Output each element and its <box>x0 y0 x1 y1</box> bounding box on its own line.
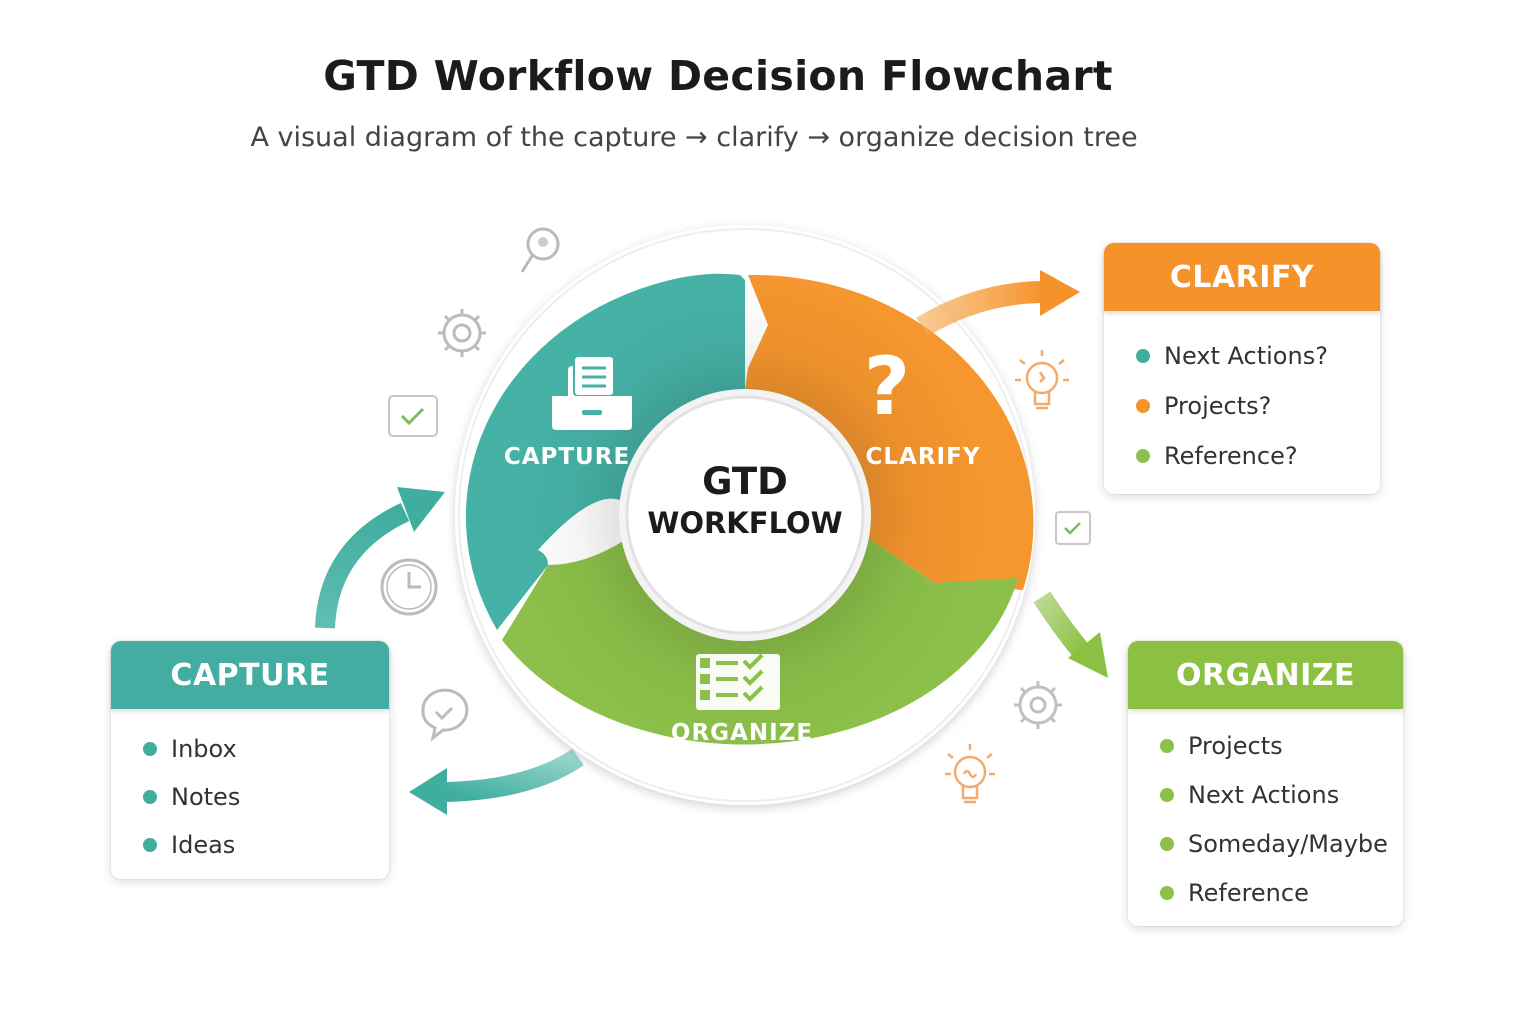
list-item-label: Ideas <box>171 831 236 859</box>
list-item-label: Reference <box>1188 878 1309 907</box>
checkbox-icon <box>1055 511 1091 545</box>
list-item-label: Someday/Maybe <box>1188 829 1388 858</box>
list-item-label: Projects <box>1188 731 1283 760</box>
arrow-to-organize-icon <box>1033 591 1108 678</box>
checklist-icon <box>696 653 780 710</box>
clarify-card: CLARIFY Next Actions? Projects? Referenc… <box>1104 243 1380 494</box>
list-bullet <box>143 838 157 852</box>
list-item: Inbox <box>143 725 389 773</box>
list-bullet <box>1160 787 1174 802</box>
clock-icon <box>380 558 438 616</box>
gear-icon <box>438 309 486 357</box>
list-bullet <box>1136 399 1150 413</box>
organize-card: ORGANIZE Projects Next Actions Someday/M… <box>1128 641 1403 926</box>
center-subtitle: WORKFLOW <box>647 506 843 540</box>
question-mark-icon: ? <box>863 340 911 433</box>
list-bullet <box>1160 836 1174 851</box>
list-item-label: Next Actions <box>1188 780 1340 809</box>
list-item: Next Actions? <box>1136 331 1380 381</box>
list-bullet <box>1160 738 1174 753</box>
capture-card-list: Inbox Notes Ideas <box>111 709 389 869</box>
list-item: Notes <box>143 773 389 821</box>
organize-card-header: ORGANIZE <box>1128 641 1403 709</box>
capture-card-header: CAPTURE <box>111 641 389 709</box>
chat-bubble-icon <box>421 688 469 742</box>
list-bullet <box>143 742 157 756</box>
organize-card-list: Projects Next Actions Someday/Maybe Refe… <box>1128 709 1403 917</box>
inbox-tray-icon <box>552 355 632 430</box>
capture-segment-label: CAPTURE <box>503 444 631 470</box>
list-item-label: Next Actions? <box>1164 342 1328 370</box>
center-title: GTD <box>702 460 788 503</box>
page-subtitle: A visual diagram of the capture → clarif… <box>250 122 1138 153</box>
organize-segment-label: ORGANIZE <box>670 720 814 746</box>
clarify-card-header: CLARIFY <box>1104 243 1380 311</box>
list-item: Next Actions <box>1160 770 1403 819</box>
list-item: Reference? <box>1136 431 1380 481</box>
clarify-segment-label: CLARIFY <box>865 444 981 470</box>
list-item-label: Inbox <box>171 735 237 763</box>
list-item-label: Notes <box>171 783 241 811</box>
list-item: Ideas <box>143 821 389 869</box>
arrow-to-clarify-icon <box>916 270 1080 337</box>
list-item: Projects <box>1160 721 1403 770</box>
arrow-to-capture-icon <box>315 487 445 629</box>
gear-icon <box>1014 681 1062 729</box>
arrow-return-icon <box>409 748 584 815</box>
lightbulb-icon <box>945 744 995 804</box>
checkbox-icon <box>388 395 438 437</box>
list-item: Someday/Maybe <box>1160 819 1403 868</box>
center-hub <box>625 395 865 635</box>
list-item: Projects? <box>1136 381 1380 431</box>
list-bullet <box>1136 449 1150 463</box>
list-bullet <box>1160 885 1174 900</box>
clarify-card-list: Next Actions? Projects? Reference? <box>1104 311 1380 481</box>
list-item-label: Reference? <box>1164 442 1298 470</box>
lightbulb-icon <box>1015 350 1069 410</box>
list-bullet <box>143 790 157 804</box>
list-item-label: Projects? <box>1164 392 1272 420</box>
list-item: Reference <box>1160 868 1403 917</box>
page-title: GTD Workflow Decision Flowchart <box>323 52 1113 100</box>
magnifier-icon <box>520 227 560 273</box>
list-bullet <box>1136 349 1150 363</box>
capture-card: CAPTURE Inbox Notes Ideas <box>111 641 389 879</box>
